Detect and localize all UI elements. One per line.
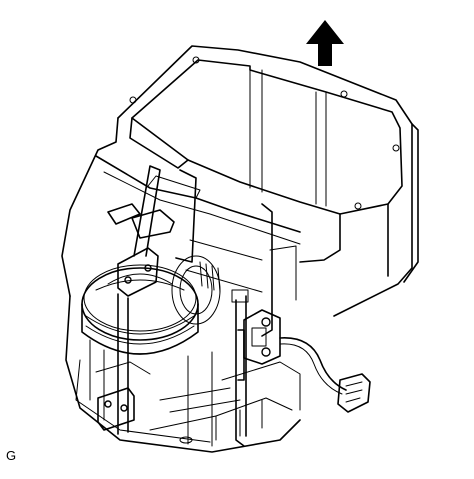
blower-motor — [81, 255, 221, 355]
up-arrow-icon — [306, 20, 344, 66]
figure-corner-label: G — [6, 448, 17, 463]
housing-body — [61, 45, 419, 317]
electrical-connector — [237, 309, 281, 381]
bottom-clamp — [97, 293, 135, 435]
front-strut — [221, 295, 301, 447]
wire-harness — [279, 337, 371, 413]
